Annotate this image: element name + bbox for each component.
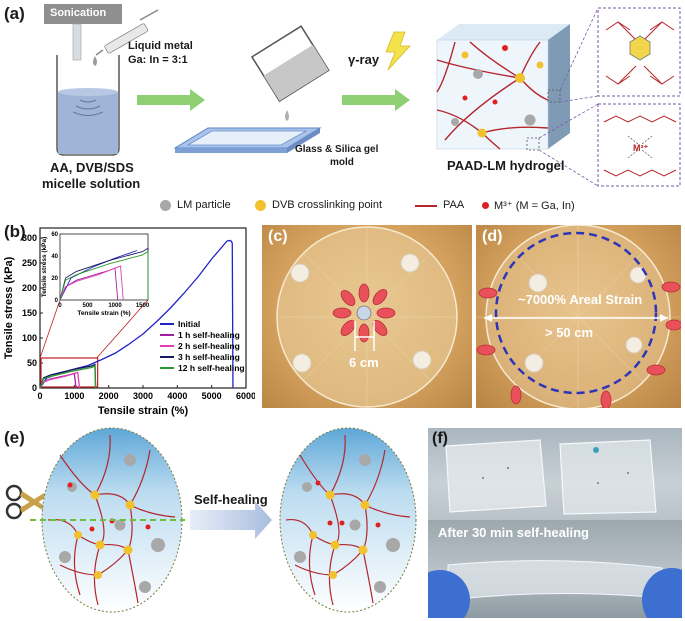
beaker-solution — [58, 92, 118, 154]
inset-x-tick-label: 1500 — [136, 303, 150, 309]
photo-f-bottom — [428, 520, 682, 618]
legend-label: 3 h self-healing — [178, 352, 240, 362]
solution-label-1: AA, DVB/SDS — [50, 160, 134, 175]
x-tick-label: 1000 — [64, 391, 84, 401]
liquid-metal-drop — [93, 56, 97, 66]
zoom-highlight-box — [40, 357, 99, 388]
x-axis-label: Tensile strain (%) — [98, 405, 189, 417]
photo-c — [262, 225, 472, 408]
oval-after — [279, 427, 417, 613]
y-tick-label: 250 — [22, 258, 37, 268]
y-tick-label: 150 — [22, 308, 37, 318]
x-tick-label: 5000 — [202, 391, 222, 401]
inset-x-tick-label: 0 — [58, 303, 62, 309]
self-healing-arrow — [190, 501, 272, 539]
legend-label: 2 h self-healing — [178, 341, 240, 351]
sonication-label: Sonication — [50, 7, 107, 19]
inset-frame — [59, 233, 149, 301]
inset-x-tick-label: 500 — [82, 303, 93, 309]
legend-label: 1 h self-healing — [178, 330, 240, 340]
sonication-probe — [72, 23, 82, 61]
photo-d — [476, 225, 681, 408]
glass-mold — [173, 127, 322, 153]
metal-ion-legend-label: M³⁺ (M = Ga, In) — [494, 200, 575, 212]
photo-f-top — [428, 428, 682, 520]
y-axis-label: Tensile stress (kPa) — [3, 256, 15, 359]
gamma-ray-label: γ-ray — [348, 52, 380, 67]
beaker — [56, 55, 120, 156]
inset-series-line-2 — [59, 265, 124, 301]
metal-ion-legend-icon — [482, 202, 489, 209]
dvb-legend-icon — [255, 200, 266, 211]
liquid-metal-label-2: Ga: In = 3:1 — [128, 54, 188, 66]
panel-label-c: (c) — [268, 228, 288, 245]
y-tick-label: 100 — [22, 333, 37, 343]
strain-circle — [494, 231, 658, 395]
scissors-icon — [5, 484, 46, 520]
after-healing-caption: After 30 min self-healing — [438, 525, 589, 540]
panel-label-d: (d) — [482, 228, 503, 245]
y-tick-label: 50 — [27, 358, 37, 368]
legend-label: 12 h self-healing — [178, 363, 245, 373]
coordination-ion: M³⁺ — [633, 143, 648, 153]
zoom-box-dvb — [597, 7, 681, 97]
panel-label-b: (b) — [4, 222, 26, 241]
lm-particle-legend-label: LM particle — [177, 199, 231, 211]
x-tick-label: 3000 — [133, 391, 153, 401]
zoom-connector — [39, 299, 61, 359]
series-line-2 — [39, 371, 81, 389]
x-tick-label: 0 — [37, 391, 42, 401]
dimension-6cm: 6 cm — [349, 355, 379, 370]
dvb-legend-label: DVB crosslinking point — [272, 199, 383, 211]
y-tick-label: 300 — [22, 233, 37, 243]
y-tick-label: 200 — [22, 283, 37, 293]
x-tick-label: 6000 — [236, 391, 255, 401]
legend-row: LM particle DVB crosslinking point PAA M… — [160, 198, 680, 214]
zoom-box-coordination: M³⁺ — [597, 103, 681, 187]
lm-particle-legend-icon — [160, 200, 171, 211]
liquid-metal-label-1: Liquid metal — [128, 40, 193, 52]
hydrogel-label: PAAD-LM hydrogel — [447, 158, 565, 173]
mold-label-1: Glass & Silica gel — [295, 144, 379, 155]
sonication-label-box — [44, 4, 122, 24]
self-healing-label: Self-healing — [194, 492, 268, 507]
inset-x-tick-label: 1000 — [108, 303, 122, 309]
inset-x-label: Tensile strain (%) — [77, 310, 130, 317]
pipette-icon — [95, 9, 159, 56]
diameter-label: > 50 cm — [545, 325, 594, 340]
series-line-4 — [39, 365, 97, 389]
pouring-beaker — [250, 25, 330, 103]
hydrogel-block — [436, 24, 570, 151]
inset-y-tick-label: 20 — [51, 276, 58, 282]
legend-label: Initial — [178, 319, 200, 329]
x-tick-label: 2000 — [99, 391, 119, 401]
series-line-3 — [39, 363, 97, 389]
panel-label-f: (f) — [432, 430, 448, 447]
self-healing-schematic — [5, 427, 417, 613]
inset-y-tick-label: 40 — [51, 254, 58, 260]
paa-legend-icon — [415, 205, 437, 207]
paa-legend-label: PAA — [443, 199, 465, 211]
arrow-2 — [342, 89, 410, 111]
panel-a-schematic: M³⁺ — [44, 4, 681, 187]
inset-series-line-4 — [59, 250, 149, 301]
mold-label-2: mold — [330, 157, 354, 168]
inset-y-label: Tensile stress (kPa) — [41, 237, 48, 298]
x-tick-label: 4000 — [167, 391, 187, 401]
solution-label-2: micelle solution — [42, 176, 141, 191]
panel-label-a: (a) — [4, 4, 25, 23]
inset-y-tick-label: 60 — [51, 232, 58, 238]
gamma-lightning-icon — [385, 31, 411, 71]
inset-series-line-3 — [59, 247, 149, 301]
arrow-1 — [137, 89, 205, 111]
y-tick-label: 0 — [32, 383, 37, 393]
inset-y-tick-label: 0 — [55, 298, 59, 304]
areal-strain-label: ~7000% Areal Strain — [518, 292, 643, 307]
panel-label-e: (e) — [4, 428, 25, 447]
zoom-connector — [96, 299, 149, 359]
